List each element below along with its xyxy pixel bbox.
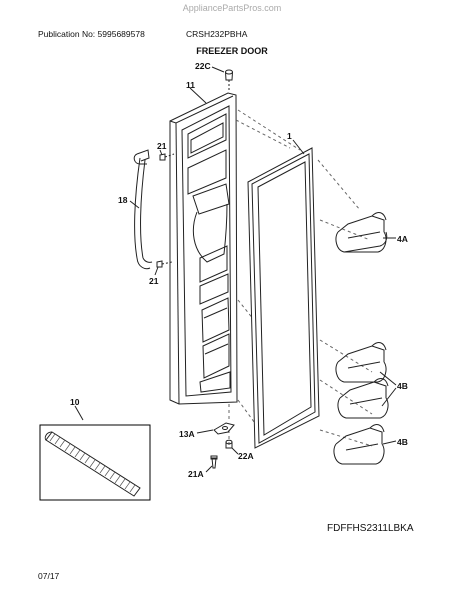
page-title: FREEZER DOOR — [196, 46, 268, 56]
callout-10: 10 — [70, 397, 80, 407]
part-11-door-outer[interactable] — [169, 92, 238, 405]
publication-number: Publication No: 5995689578 — [38, 29, 145, 39]
part-22c-plug[interactable] — [225, 69, 233, 92]
callout-22a: 22A — [238, 451, 254, 461]
leader-11 — [189, 87, 207, 104]
callout-22c: 22C — [195, 61, 211, 71]
leader-1 — [292, 139, 305, 155]
part-4b-door-shelf-lower[interactable] — [333, 424, 385, 465]
callout-1: 1 — [287, 131, 292, 141]
callout-4b-1: 4B — [397, 381, 408, 391]
leader-22c — [211, 66, 225, 73]
callout-4a: 4A — [397, 234, 408, 244]
part-1-door-gasket[interactable] — [247, 147, 320, 449]
callout-21a: 21A — [188, 469, 204, 479]
leader-13a — [196, 429, 214, 434]
callout-21-top: 21 — [157, 141, 167, 151]
leader-21-bottom — [154, 266, 159, 276]
part-4a-door-shelf[interactable] — [335, 212, 388, 253]
callout-11: 11 — [186, 80, 195, 90]
part-10-frame — [39, 424, 151, 501]
part-4b-door-shelf-upper[interactable] — [335, 342, 389, 419]
part-21a-screw[interactable] — [210, 455, 218, 469]
tube-texture — [49, 433, 136, 493]
leader-4b-1b — [381, 387, 397, 407]
leader-10 — [74, 405, 84, 421]
watermark-text: AppliancePartsPros.com — [182, 3, 282, 13]
leader-21-top — [159, 149, 163, 156]
part-13a-hinge[interactable] — [213, 422, 235, 435]
leader-21a — [205, 465, 213, 473]
part-21-screw-top[interactable] — [159, 153, 175, 161]
callout-21-bottom: 21 — [149, 276, 159, 286]
model-number: CRSH232PBHA — [186, 29, 248, 39]
door-liner-details — [187, 113, 231, 393]
part-21-screw-bottom[interactable] — [156, 260, 173, 268]
leader-22a — [231, 447, 239, 455]
diagram-code: FDFFHS2311LBKA — [327, 523, 414, 534]
part-10-tube[interactable] — [44, 431, 141, 497]
leader-4b-1a — [379, 371, 397, 386]
callout-13a: 13A — [179, 429, 195, 439]
callout-4b-2: 4B — [397, 437, 408, 447]
part-22a-bushing[interactable] — [225, 439, 233, 449]
callout-18: 18 — [118, 195, 128, 205]
footer-date: 07/17 — [38, 571, 60, 581]
leader-18 — [129, 200, 140, 209]
part-18-door-handle[interactable] — [133, 149, 153, 270]
leader-4b-2 — [382, 440, 397, 445]
